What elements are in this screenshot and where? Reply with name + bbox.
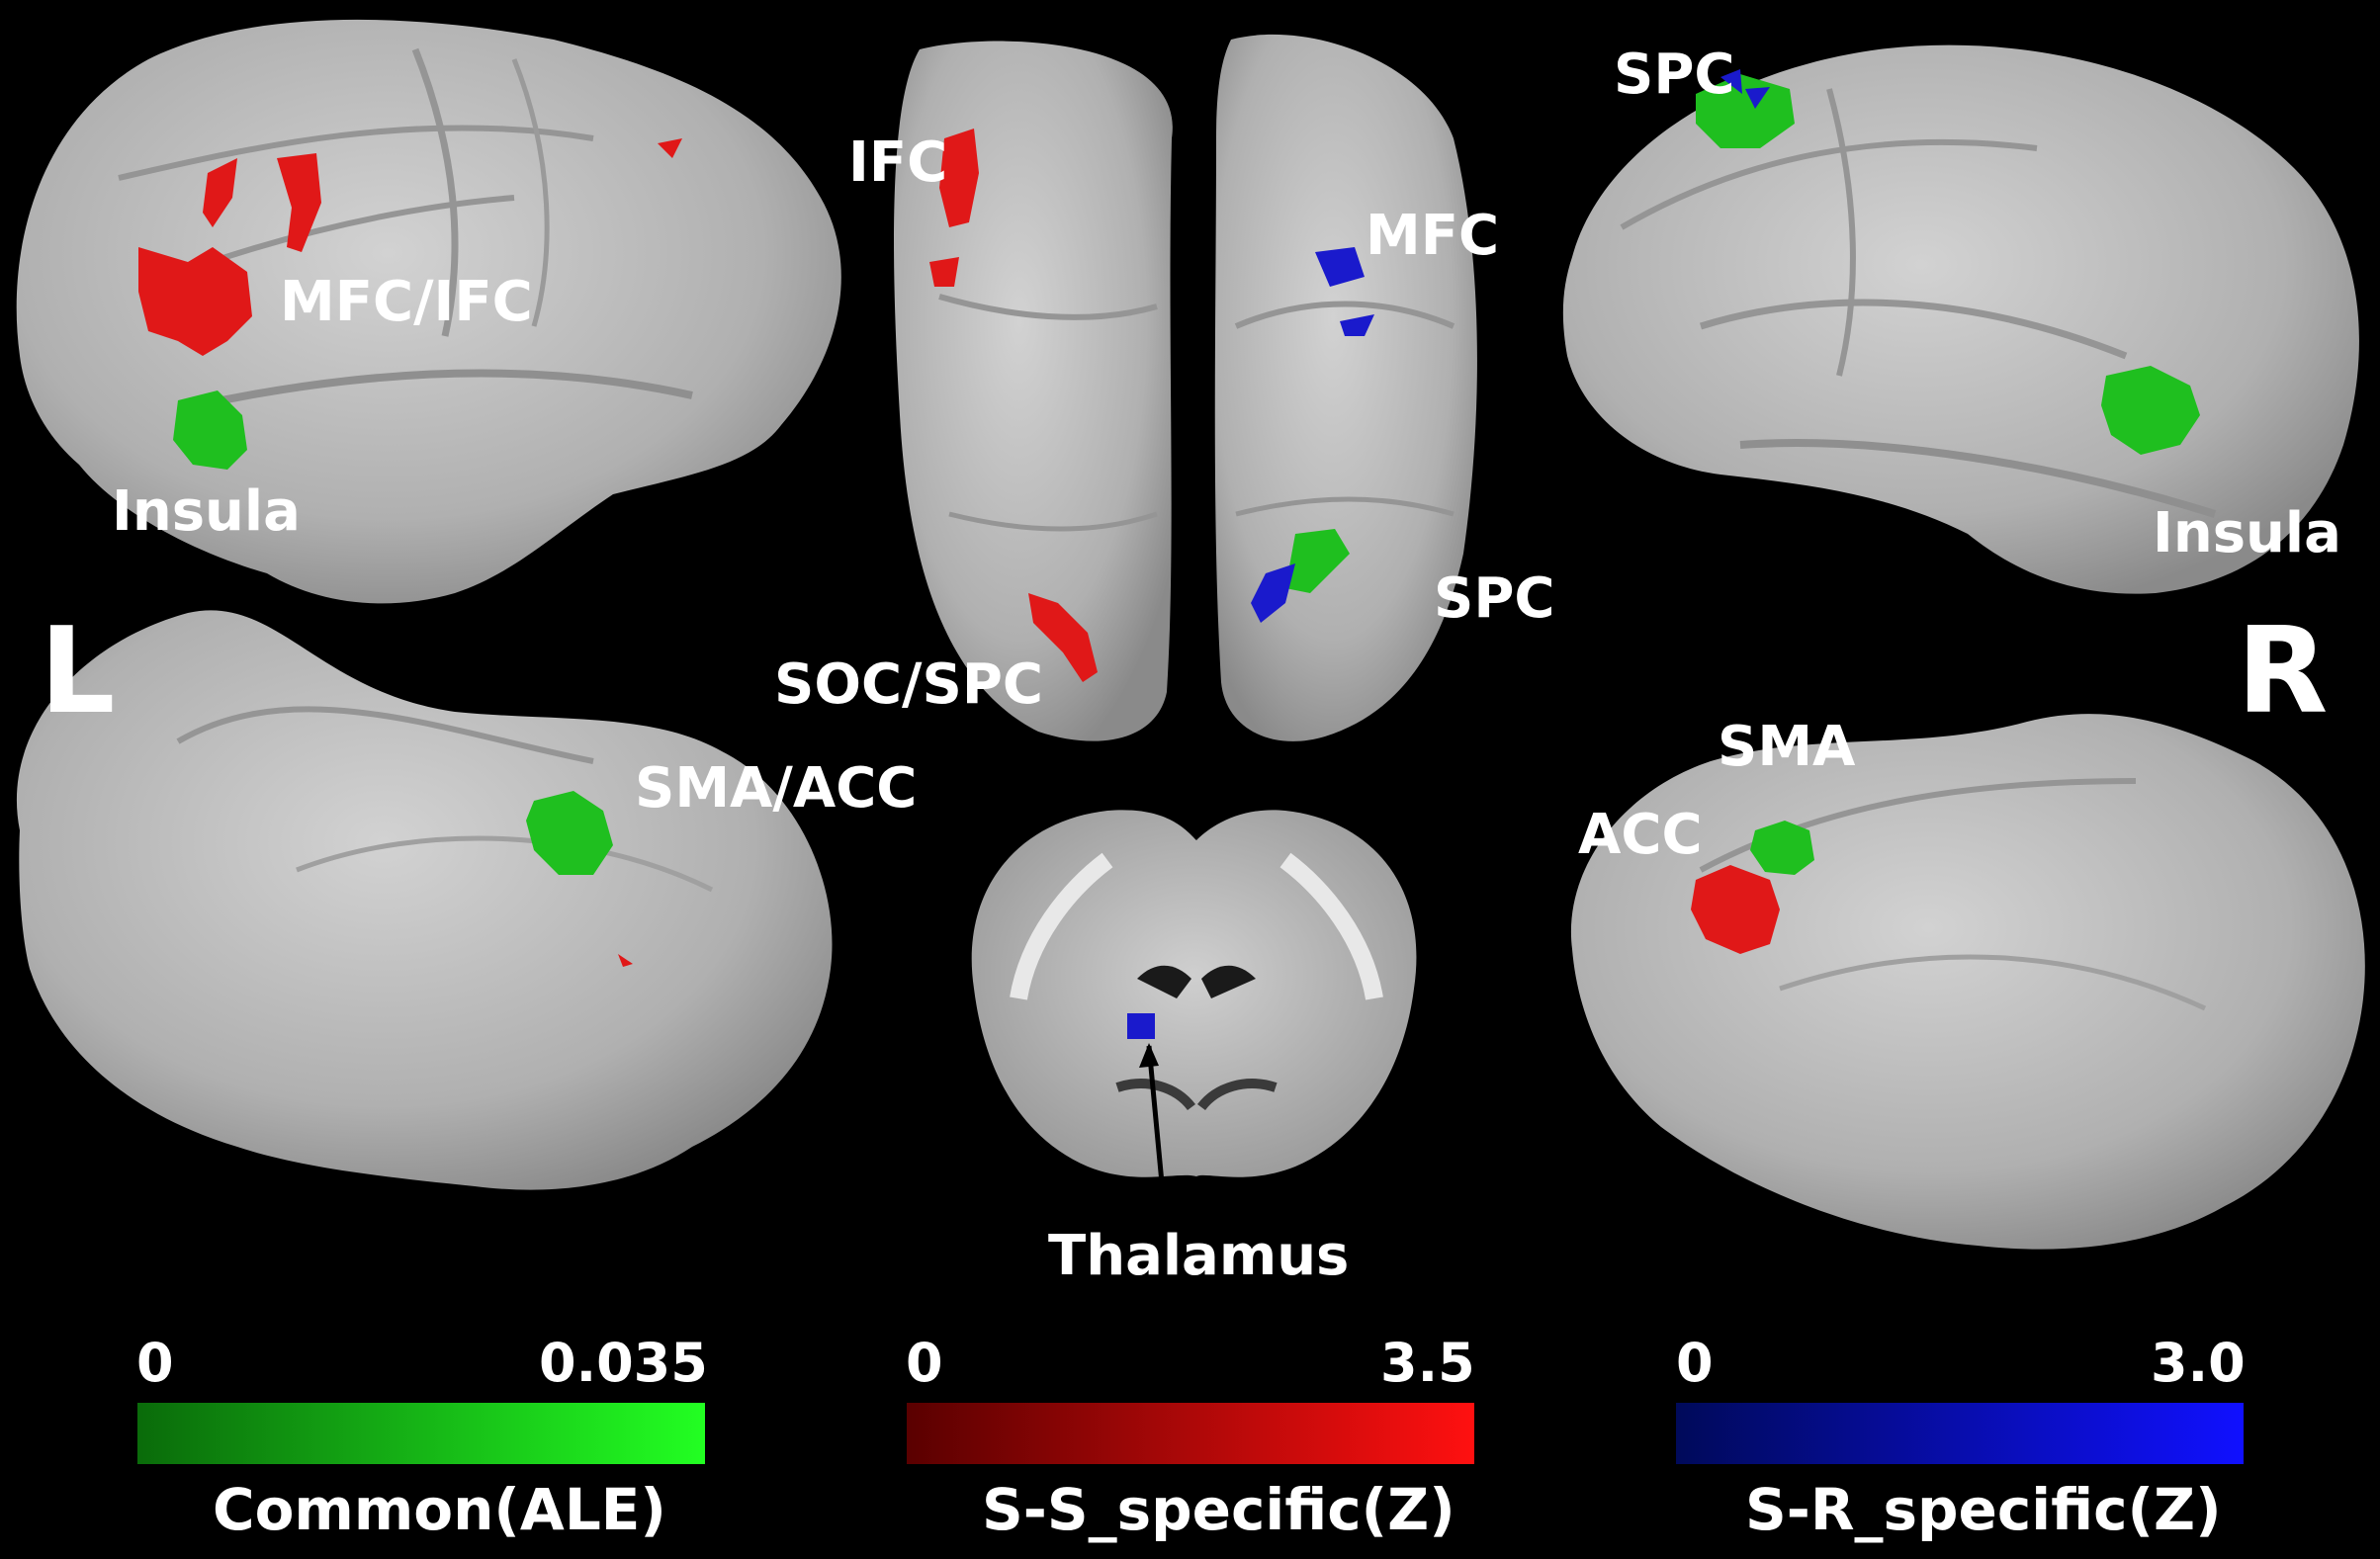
left-medial-surface bbox=[16, 610, 833, 1190]
label-mfc: MFC bbox=[1366, 204, 1500, 268]
colorbar-common-min: 0 bbox=[136, 1332, 174, 1394]
colorbar-ss-title: S-S_specific(Z) bbox=[982, 1476, 1455, 1543]
right-medial-blobs bbox=[1691, 821, 1814, 954]
hemisphere-label-right: R bbox=[2237, 603, 2329, 740]
label-insula-right: Insula bbox=[2153, 501, 2341, 565]
hemisphere-label-left: L bbox=[40, 603, 116, 740]
label-ifc: IFC bbox=[848, 130, 948, 195]
colorbar-sr-min: 0 bbox=[1676, 1332, 1714, 1394]
colorbar-ss-max: 3.5 bbox=[1380, 1332, 1475, 1394]
colorbar-common-gradient bbox=[137, 1403, 705, 1464]
colorbar-sr-gradient bbox=[1676, 1403, 2244, 1464]
colorbar-ss-gradient bbox=[907, 1403, 1474, 1464]
label-spc-right: SPC bbox=[1434, 566, 1555, 631]
right-lateral-surface bbox=[1562, 44, 2359, 594]
label-insula-left: Insula bbox=[112, 479, 301, 544]
colorbar-common-max: 0.035 bbox=[539, 1332, 708, 1394]
coronal-slice bbox=[971, 810, 1417, 1237]
label-mfc-ifc: MFC/IFC bbox=[280, 270, 533, 334]
colorbar-sr-title: S-R_specific(Z) bbox=[1745, 1476, 2222, 1543]
label-sma: SMA bbox=[1718, 715, 1856, 779]
left-lateral-blobs bbox=[138, 138, 682, 470]
label-thalamus: Thalamus bbox=[1048, 1224, 1350, 1288]
label-acc: ACC bbox=[1578, 803, 1703, 867]
label-sma-acc: SMA/ACC bbox=[635, 756, 918, 821]
colorbar-common-title: Common(ALE) bbox=[213, 1476, 666, 1543]
dorsal-blobs bbox=[929, 129, 1374, 682]
label-spc-dorsal: SPC bbox=[1614, 43, 1735, 107]
colorbar-ss-min: 0 bbox=[906, 1332, 943, 1394]
right-medial-surface bbox=[1570, 714, 2365, 1250]
colorbar-sr-max: 3.0 bbox=[2151, 1332, 2246, 1394]
dorsal-surface bbox=[894, 34, 1477, 741]
left-medial-blobs bbox=[526, 791, 633, 967]
right-lateral-blobs bbox=[1696, 69, 2200, 455]
label-soc-spc: SOC/SPC bbox=[774, 652, 1043, 717]
